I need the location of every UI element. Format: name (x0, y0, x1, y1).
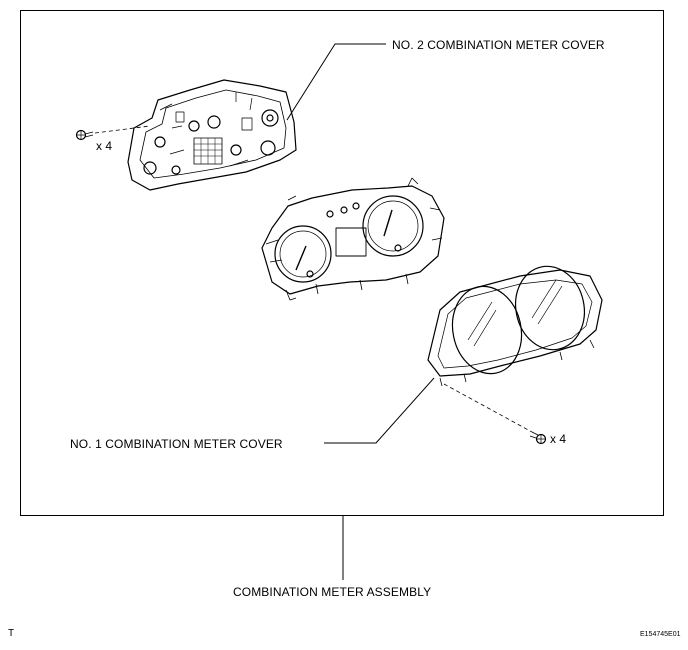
no1-cover-label: NO. 1 COMBINATION METER COVER (70, 437, 283, 451)
no1-meter-cover (427, 265, 603, 387)
no2-leader-line (286, 43, 386, 121)
figure-code: E154745E01 (640, 631, 681, 638)
upper-screw (75, 125, 151, 141)
diagram-frame (20, 10, 664, 516)
footer-left-mark: T (8, 628, 15, 639)
upper-screw-quantity: x 4 (96, 139, 113, 153)
lower-screw (443, 383, 547, 445)
meter-gauge-unit (261, 177, 445, 301)
no1-leader-line (324, 377, 435, 444)
lower-screw-quantity: x 4 (550, 432, 567, 446)
no2-meter-cover (127, 79, 297, 191)
assembly-label: COMBINATION METER ASSEMBLY (233, 585, 432, 599)
no2-cover-label: NO. 2 COMBINATION METER COVER (392, 38, 605, 52)
